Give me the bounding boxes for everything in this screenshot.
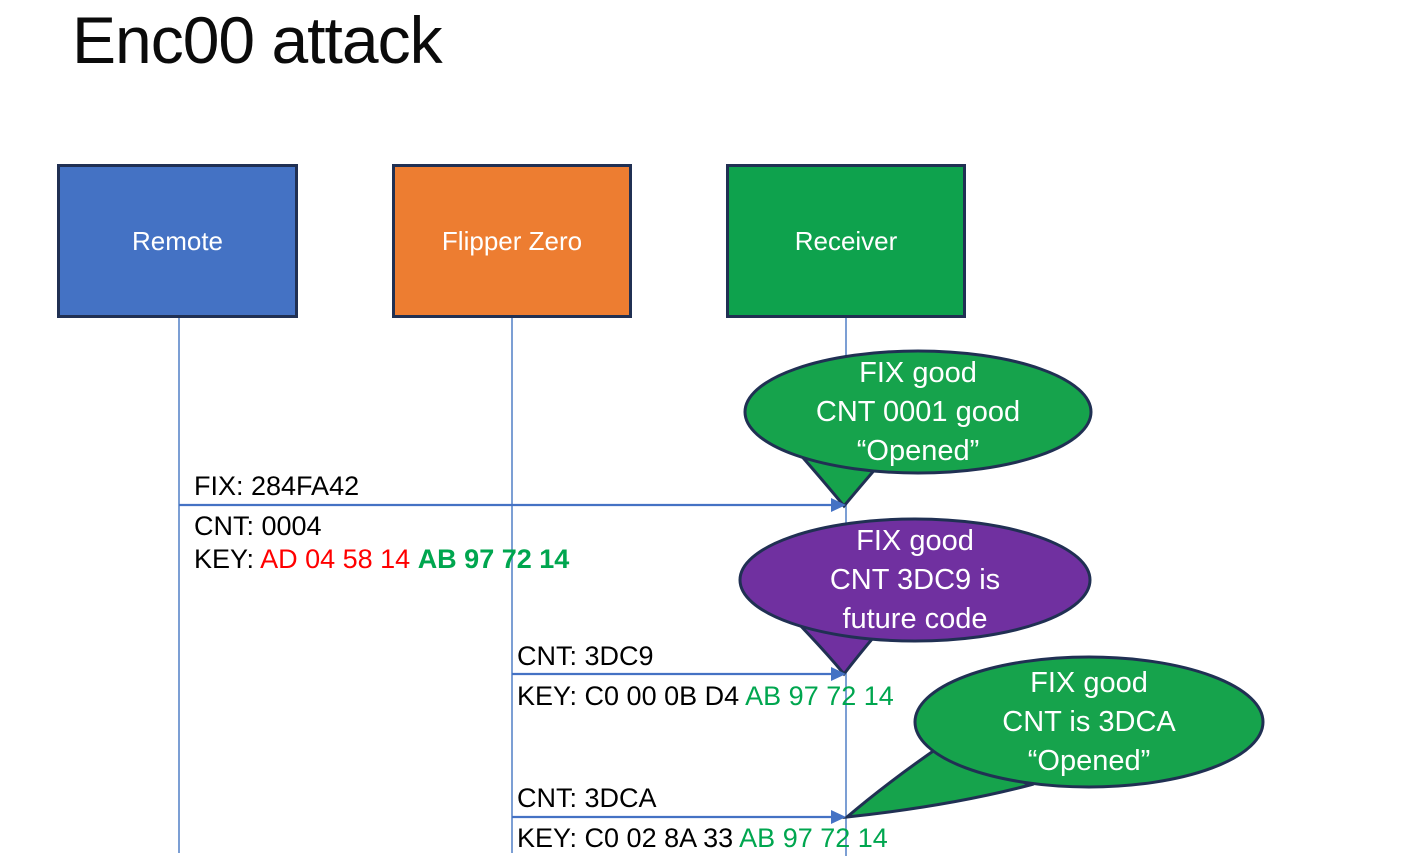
callout-tail-3 [842,743,1035,820]
message-2-key: KEY: C0 00 0B D4 AB 97 72 14 [517,681,894,712]
message-2-key-green-bytes: AB 97 72 14 [745,681,894,711]
callout-3-line-3: “Opened” [1027,745,1151,777]
callout-2-text: FIX good CNT 3DC9 is future code [740,520,1090,640]
callout-2-line-2: CNT 3DC9 is [829,563,1001,596]
callout-3-text: FIX good CNT is 3DCA “Opened” [915,658,1263,787]
message-2-cnt: CNT: 3DC9 [517,641,654,671]
message-3-key: KEY: C0 02 8A 33 AB 97 72 14 [517,823,888,854]
callout-2-line-1: FIX good [856,524,974,557]
actor-label-flipper-zero: Flipper Zero [441,225,583,256]
message-arrow-2 [512,667,846,681]
callout-3-line-1: FIX good [1030,667,1148,699]
message-1-key-red-bytes: AD 04 58 14 [260,544,418,574]
callout-1-line-2: CNT 0001 good [815,396,1021,428]
slide-title: Enc00 attack [72,3,443,77]
actor-label-receiver: Receiver [794,225,898,256]
message-1-fix: FIX: 284FA42 [194,471,360,501]
callout-1-line-1: FIX good [859,357,977,389]
callout-bubble-1 [743,349,1093,475]
message-3-key-label: KEY: C0 02 8A 33 [517,823,740,853]
callout-bubble-3 [913,655,1265,789]
message-3-cnt: CNT: 3DCA [517,783,657,813]
message-2-key-label: KEY: C0 00 0B D4 [517,681,746,711]
message-1-key: KEY: AD 04 58 14 AB 97 72 14 [194,544,569,575]
callout-1-text: FIX good CNT 0001 good “Opened” [745,352,1091,473]
actor-box-flipper-zero: Flipper Zero [392,164,632,318]
message-arrow-2-head-icon [831,667,846,681]
message-arrow-1 [179,498,846,512]
callout-2-line-3: future code [842,602,988,635]
message-arrow-3-head-icon [831,810,846,824]
actor-box-receiver: Receiver [726,164,966,318]
message-arrow-3 [512,810,846,824]
callout-1-line-3: “Opened” [856,435,980,467]
callout-bubble-2 [738,517,1092,643]
message-1-key-green-bytes: AB 97 72 14 [417,544,570,574]
callout-3-line-2: CNT is 3DCA [1002,706,1176,738]
actor-label-remote: Remote [131,225,224,256]
message-3-key-green-bytes: AB 97 72 14 [739,823,888,853]
actor-box-remote: Remote [57,164,298,318]
message-1-key-label: KEY: [194,544,261,574]
message-arrow-1-head-icon [831,498,846,512]
message-1-cnt: CNT: 0004 [194,511,322,541]
